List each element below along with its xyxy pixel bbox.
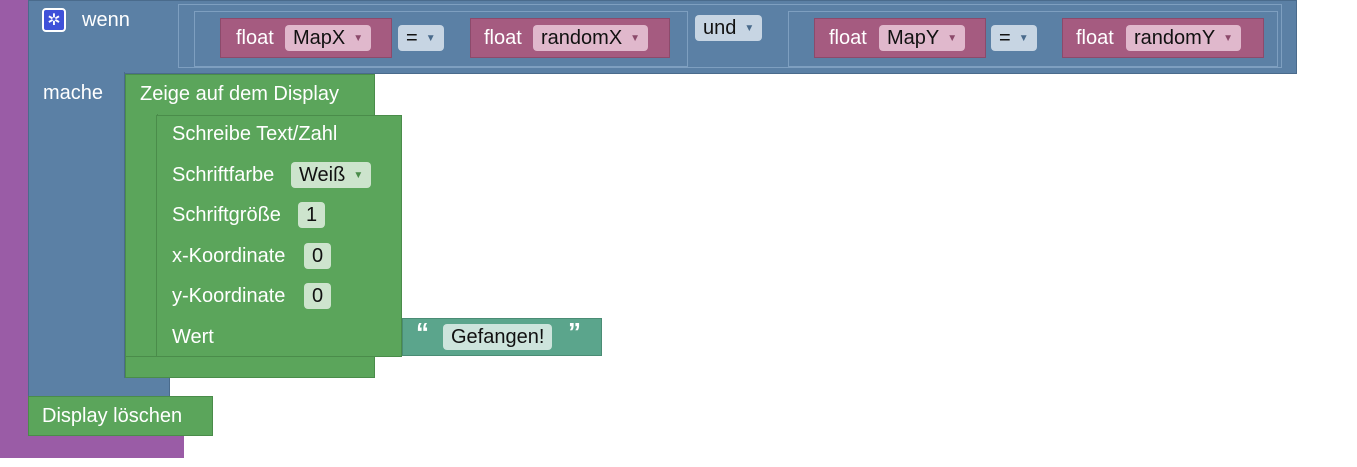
var-name: randomX	[541, 27, 623, 49]
x-coordinate-label: x-Koordinate	[172, 245, 286, 267]
var-name: MapX	[293, 27, 346, 49]
dropdown-arrow-icon: ▼	[630, 32, 641, 44]
quote-open-icon: “	[416, 317, 429, 347]
var-dropdown-mapy[interactable]: MapY ▼	[879, 25, 966, 51]
do-label: mache	[43, 82, 104, 104]
op-dropdown-2[interactable]: =▼	[991, 25, 1037, 51]
var-dropdown-randomy[interactable]: randomY ▼	[1126, 25, 1242, 51]
if-label: wenn	[82, 9, 130, 31]
write-block-title: Schreibe Text/Zahl	[172, 123, 338, 145]
float-label: float	[236, 27, 274, 49]
font-size-input[interactable]: 1	[298, 202, 326, 228]
clear-display-label: Display löschen	[42, 405, 183, 427]
op-value: =	[999, 27, 1011, 49]
if-block-body	[28, 72, 125, 396]
x-coordinate-input[interactable]: 0	[304, 243, 332, 269]
op-value: =	[406, 27, 418, 49]
function-block-bottom	[0, 436, 184, 458]
var-dropdown-mapx[interactable]: MapX ▼	[285, 25, 372, 51]
dropdown-arrow-icon: ▼	[353, 32, 364, 44]
font-color-label: Schriftfarbe	[172, 164, 275, 186]
value-label: Wert	[172, 326, 214, 348]
text-string-input[interactable]: Gefangen!	[443, 324, 553, 350]
font-color-value: Weiß	[299, 164, 346, 186]
font-size-label: Schriftgröße	[172, 204, 281, 226]
dropdown-arrow-icon: ▼	[947, 32, 958, 44]
y-coordinate-label: y-Koordinate	[172, 285, 286, 307]
font-color-dropdown[interactable]: Weiß ▼	[291, 162, 372, 188]
function-block-frame	[0, 0, 28, 458]
settings-gear-icon[interactable]: ✲	[42, 8, 66, 32]
dropdown-arrow-icon: ▼	[1223, 32, 1234, 44]
logic-op-value: und	[703, 17, 737, 39]
display-block-title: Zeige auf dem Display	[140, 83, 339, 105]
write-text-block[interactable]	[156, 115, 402, 357]
var-name: MapY	[887, 27, 940, 49]
dropdown-arrow-icon: ▼	[353, 169, 364, 181]
float-label: float	[1076, 27, 1114, 49]
quote-close-icon: ”	[568, 317, 581, 347]
display-block-footer	[125, 356, 375, 378]
op-dropdown-1[interactable]: =▼	[398, 25, 444, 51]
clear-display-block[interactable]	[28, 396, 213, 436]
dropdown-arrow-icon: ▼	[744, 22, 755, 34]
dropdown-arrow-icon: ▼	[425, 32, 436, 44]
float-label: float	[484, 27, 522, 49]
dropdown-arrow-icon: ▼	[1018, 32, 1029, 44]
y-coordinate-input[interactable]: 0	[304, 283, 332, 309]
var-dropdown-randomx[interactable]: randomX ▼	[533, 25, 649, 51]
float-label: float	[829, 27, 867, 49]
display-block-body	[125, 114, 158, 362]
logic-op-dropdown[interactable]: und ▼	[695, 15, 763, 41]
var-name: randomY	[1134, 27, 1216, 49]
